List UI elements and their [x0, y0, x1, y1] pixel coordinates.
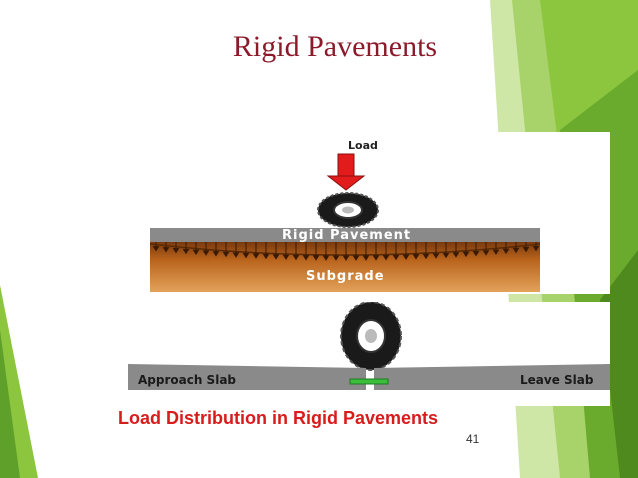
- page-number: 41: [466, 432, 480, 446]
- green-bar-icon: [349, 378, 389, 385]
- approach-slab-label: Approach Slab: [138, 373, 236, 387]
- load-label: Load: [348, 139, 378, 152]
- slide-title: Rigid Pavements: [232, 30, 438, 63]
- rigid-pavement-label: Rigid Pavement: [282, 228, 411, 243]
- load-arrow-icon: [326, 153, 366, 191]
- leave-slab-label: Leave Slab: [520, 373, 594, 387]
- pressure-curve: [149, 243, 541, 256]
- leave-slab: [374, 364, 610, 390]
- approach-slab: [128, 364, 366, 390]
- bottom-figure: Approach Slab Leave Slab: [128, 301, 610, 390]
- pressure-arrows: [152, 242, 540, 261]
- figure-caption: Load Distribution in Rigid Pavements: [118, 408, 439, 428]
- top-figure: Load Rigid Pavement: [149, 139, 541, 292]
- subgrade-label: Subgrade: [306, 269, 385, 284]
- wheel-icon: [317, 192, 379, 228]
- top-figure-panel: Load Rigid Pavement: [149, 132, 610, 294]
- left-dark-green-shape: [0, 330, 20, 478]
- bottom-figure-panel: Approach Slab Leave Slab: [128, 301, 610, 406]
- rigid-pavement-slab: [150, 228, 540, 242]
- wheel-icon: [340, 301, 402, 371]
